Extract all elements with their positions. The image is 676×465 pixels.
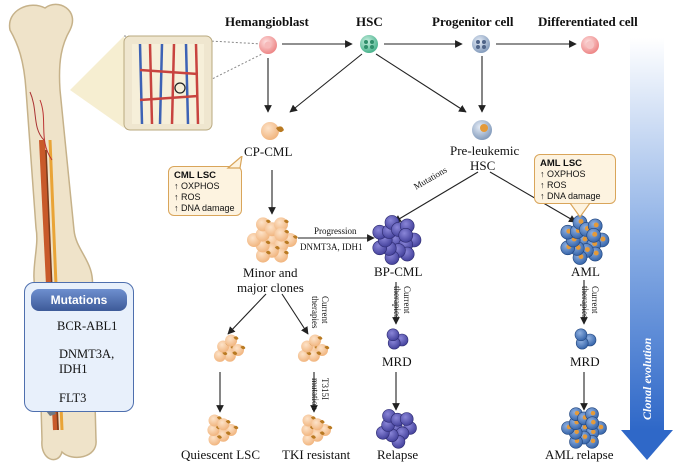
quiescent-lsc-cluster bbox=[207, 414, 239, 446]
t315i-label-a: T315I bbox=[320, 378, 330, 400]
clonal-evolution-label: Clonal evolution bbox=[640, 337, 654, 420]
aml-relapse-label: AML relapse bbox=[545, 447, 614, 462]
progenitor-cell-cluster bbox=[472, 35, 490, 53]
minor-major-label-2: major clones bbox=[237, 280, 304, 295]
aml-cluster bbox=[560, 215, 610, 265]
header-hemangioblast: Hemangioblast bbox=[225, 14, 309, 29]
aml-lsc-line-dna: ↑ DNA damage bbox=[540, 191, 601, 201]
aml-lsc-line-oxphos: ↑ OXPHOS bbox=[540, 169, 586, 179]
current-therapies-label-bp-b: therapies bbox=[392, 286, 402, 319]
minor-clone-small-cluster-right bbox=[297, 334, 330, 362]
aml-label: AML bbox=[571, 264, 600, 279]
cp-cml-cell bbox=[261, 122, 284, 140]
current-therapies-label-bp-a: Current bbox=[402, 286, 412, 314]
cml-lsc-callout-pointer bbox=[226, 156, 243, 169]
header-differentiated: Differentiated cell bbox=[538, 14, 638, 29]
hsc-cell-cluster bbox=[360, 35, 378, 53]
aml-lsc-callout: AML LSC ↑ OXPHOS ↑ ROS ↑ DNA damage bbox=[534, 154, 616, 204]
progression-label: Progression bbox=[314, 226, 357, 236]
relapse-purple-cluster bbox=[376, 409, 417, 449]
mrd-right-label: MRD bbox=[570, 354, 600, 369]
cml-lsc-line-dna: ↑ DNA damage bbox=[174, 203, 235, 213]
flow-arrows bbox=[216, 40, 588, 413]
bp-cml-cluster bbox=[372, 215, 422, 265]
minor-major-clones-cluster bbox=[247, 217, 298, 263]
tki-resistant-cluster bbox=[301, 414, 333, 446]
mutations-legend: Mutations BCR-ABL1 DNMT3A, IDH1 FLT3 bbox=[24, 282, 134, 412]
current-therapies-label-aml-b: therapies bbox=[580, 286, 590, 319]
current-therapies-label-aml-a: Current bbox=[590, 286, 600, 314]
zoom-cone bbox=[70, 36, 124, 128]
legend-item-bcr-abl1: BCR-ABL1 bbox=[57, 319, 118, 333]
legend-item-idh1: IDH1 bbox=[59, 362, 88, 376]
quiescent-label: Quiescent LSC bbox=[181, 447, 261, 462]
legend-item-dnmt3a: DNMT3A, bbox=[59, 347, 115, 361]
relapse-label: Relapse bbox=[377, 447, 419, 462]
cml-lsc-line-ros: ↑ ROS bbox=[174, 192, 201, 202]
cml-lsc-callout: CML LSC ↑ OXPHOS ↑ ROS ↑ DNA damage bbox=[168, 166, 242, 216]
aml-relapse-cluster bbox=[561, 407, 607, 449]
legend-title: Mutations bbox=[31, 289, 127, 311]
minor-clone-small-cluster-left bbox=[213, 334, 246, 362]
aml-lsc-title: AML LSC bbox=[540, 158, 583, 169]
mrd-left-label: MRD bbox=[382, 354, 412, 369]
bone-marrow-section bbox=[123, 35, 213, 131]
legend-item-flt3: FLT3 bbox=[59, 391, 87, 405]
pre-leukemic-hsc-cell bbox=[472, 120, 492, 140]
tki-resistant-label: TKI resistant bbox=[282, 447, 351, 462]
aml-lsc-callout-pointer bbox=[569, 203, 591, 219]
aml-lsc-line-ros: ↑ ROS bbox=[540, 180, 567, 190]
current-therapies-label-tki-b: therapies bbox=[310, 296, 320, 329]
t315i-label-b: mutation bbox=[310, 378, 320, 410]
cml-lsc-line-oxphos: ↑ OXPHOS bbox=[174, 181, 220, 191]
mrd-purple-cluster bbox=[386, 328, 409, 350]
clonal-evolution-arrow bbox=[621, 38, 673, 460]
cml-lsc-title: CML LSC bbox=[174, 170, 217, 181]
cp-cml-label: CP-CML bbox=[244, 144, 293, 159]
progression-genes-label: DNMT3A, IDH1 bbox=[300, 242, 363, 252]
pre-leukemic-label-1: Pre-leukemic bbox=[450, 143, 520, 158]
minor-major-label-1: Minor and bbox=[243, 265, 298, 280]
bp-cml-label: BP-CML bbox=[374, 264, 423, 279]
header-hsc: HSC bbox=[356, 14, 383, 29]
pre-leukemic-label-2: HSC bbox=[470, 158, 496, 173]
header-progenitor: Progenitor cell bbox=[432, 14, 514, 29]
mrd-blue-cluster bbox=[574, 328, 597, 350]
current-therapies-label-tki-a: Current bbox=[320, 296, 330, 324]
